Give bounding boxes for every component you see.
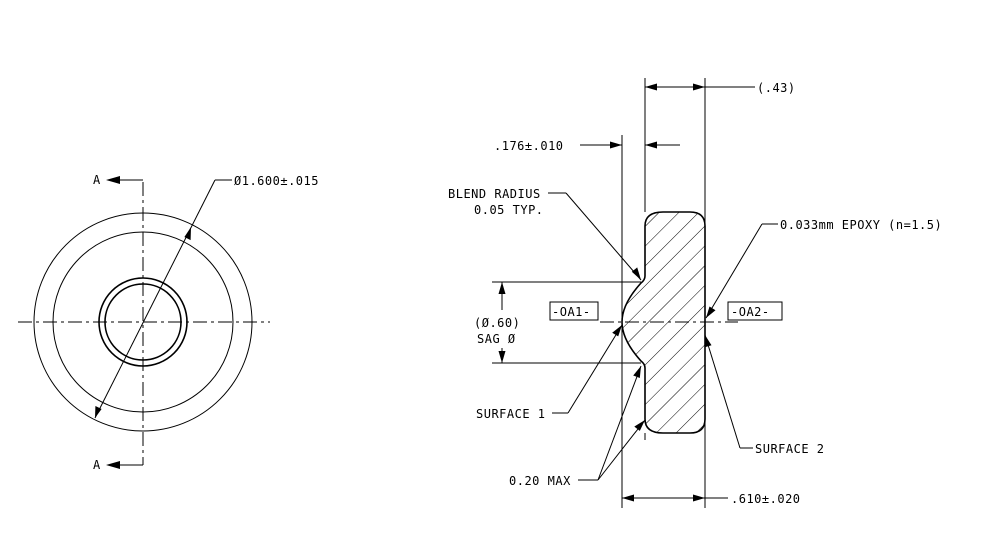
surface2-label: SURFACE 2: [755, 442, 825, 456]
diameter-arrow-top: [184, 227, 191, 241]
diameter-callout: Ø1.600±.015: [234, 174, 319, 188]
surface1-label: SURFACE 1: [476, 407, 546, 421]
svg-text:-OA2-: -OA2-: [731, 305, 770, 319]
section-arrow-bottom: [106, 461, 120, 469]
datum-oa1: -OA1-: [549, 301, 599, 321]
sag-dia-callout: (Ø.60): [474, 316, 520, 330]
width-paren-dim: (.43): [757, 81, 796, 95]
section-view: (.43) .176±.010 BLEND RADIUS 0.05 TYP. 0…: [448, 78, 942, 508]
overall-width-callout: .610±.020: [731, 492, 801, 506]
epoxy-callout: 0.033mm EPOXY (n=1.5): [780, 218, 942, 232]
diameter-leader: [94, 179, 216, 419]
blend-radius-typ: 0.05 TYP.: [474, 203, 544, 217]
sag-label: SAG Ø: [477, 332, 516, 346]
diameter-arrow-bottom: [95, 406, 102, 418]
blend-radius-label: BLEND RADIUS: [448, 187, 541, 201]
section-label-bottom: A: [93, 458, 101, 472]
section-label-top: A: [93, 173, 101, 187]
front-view: Ø1.600±.015 A A: [18, 173, 319, 472]
section-arrow-top: [106, 176, 120, 184]
datum-oa2: -OA2-: [727, 301, 783, 321]
max-callout: 0.20 MAX: [509, 474, 571, 488]
svg-text:-OA1-: -OA1-: [552, 305, 591, 319]
thickness-callout: .176±.010: [494, 139, 564, 153]
